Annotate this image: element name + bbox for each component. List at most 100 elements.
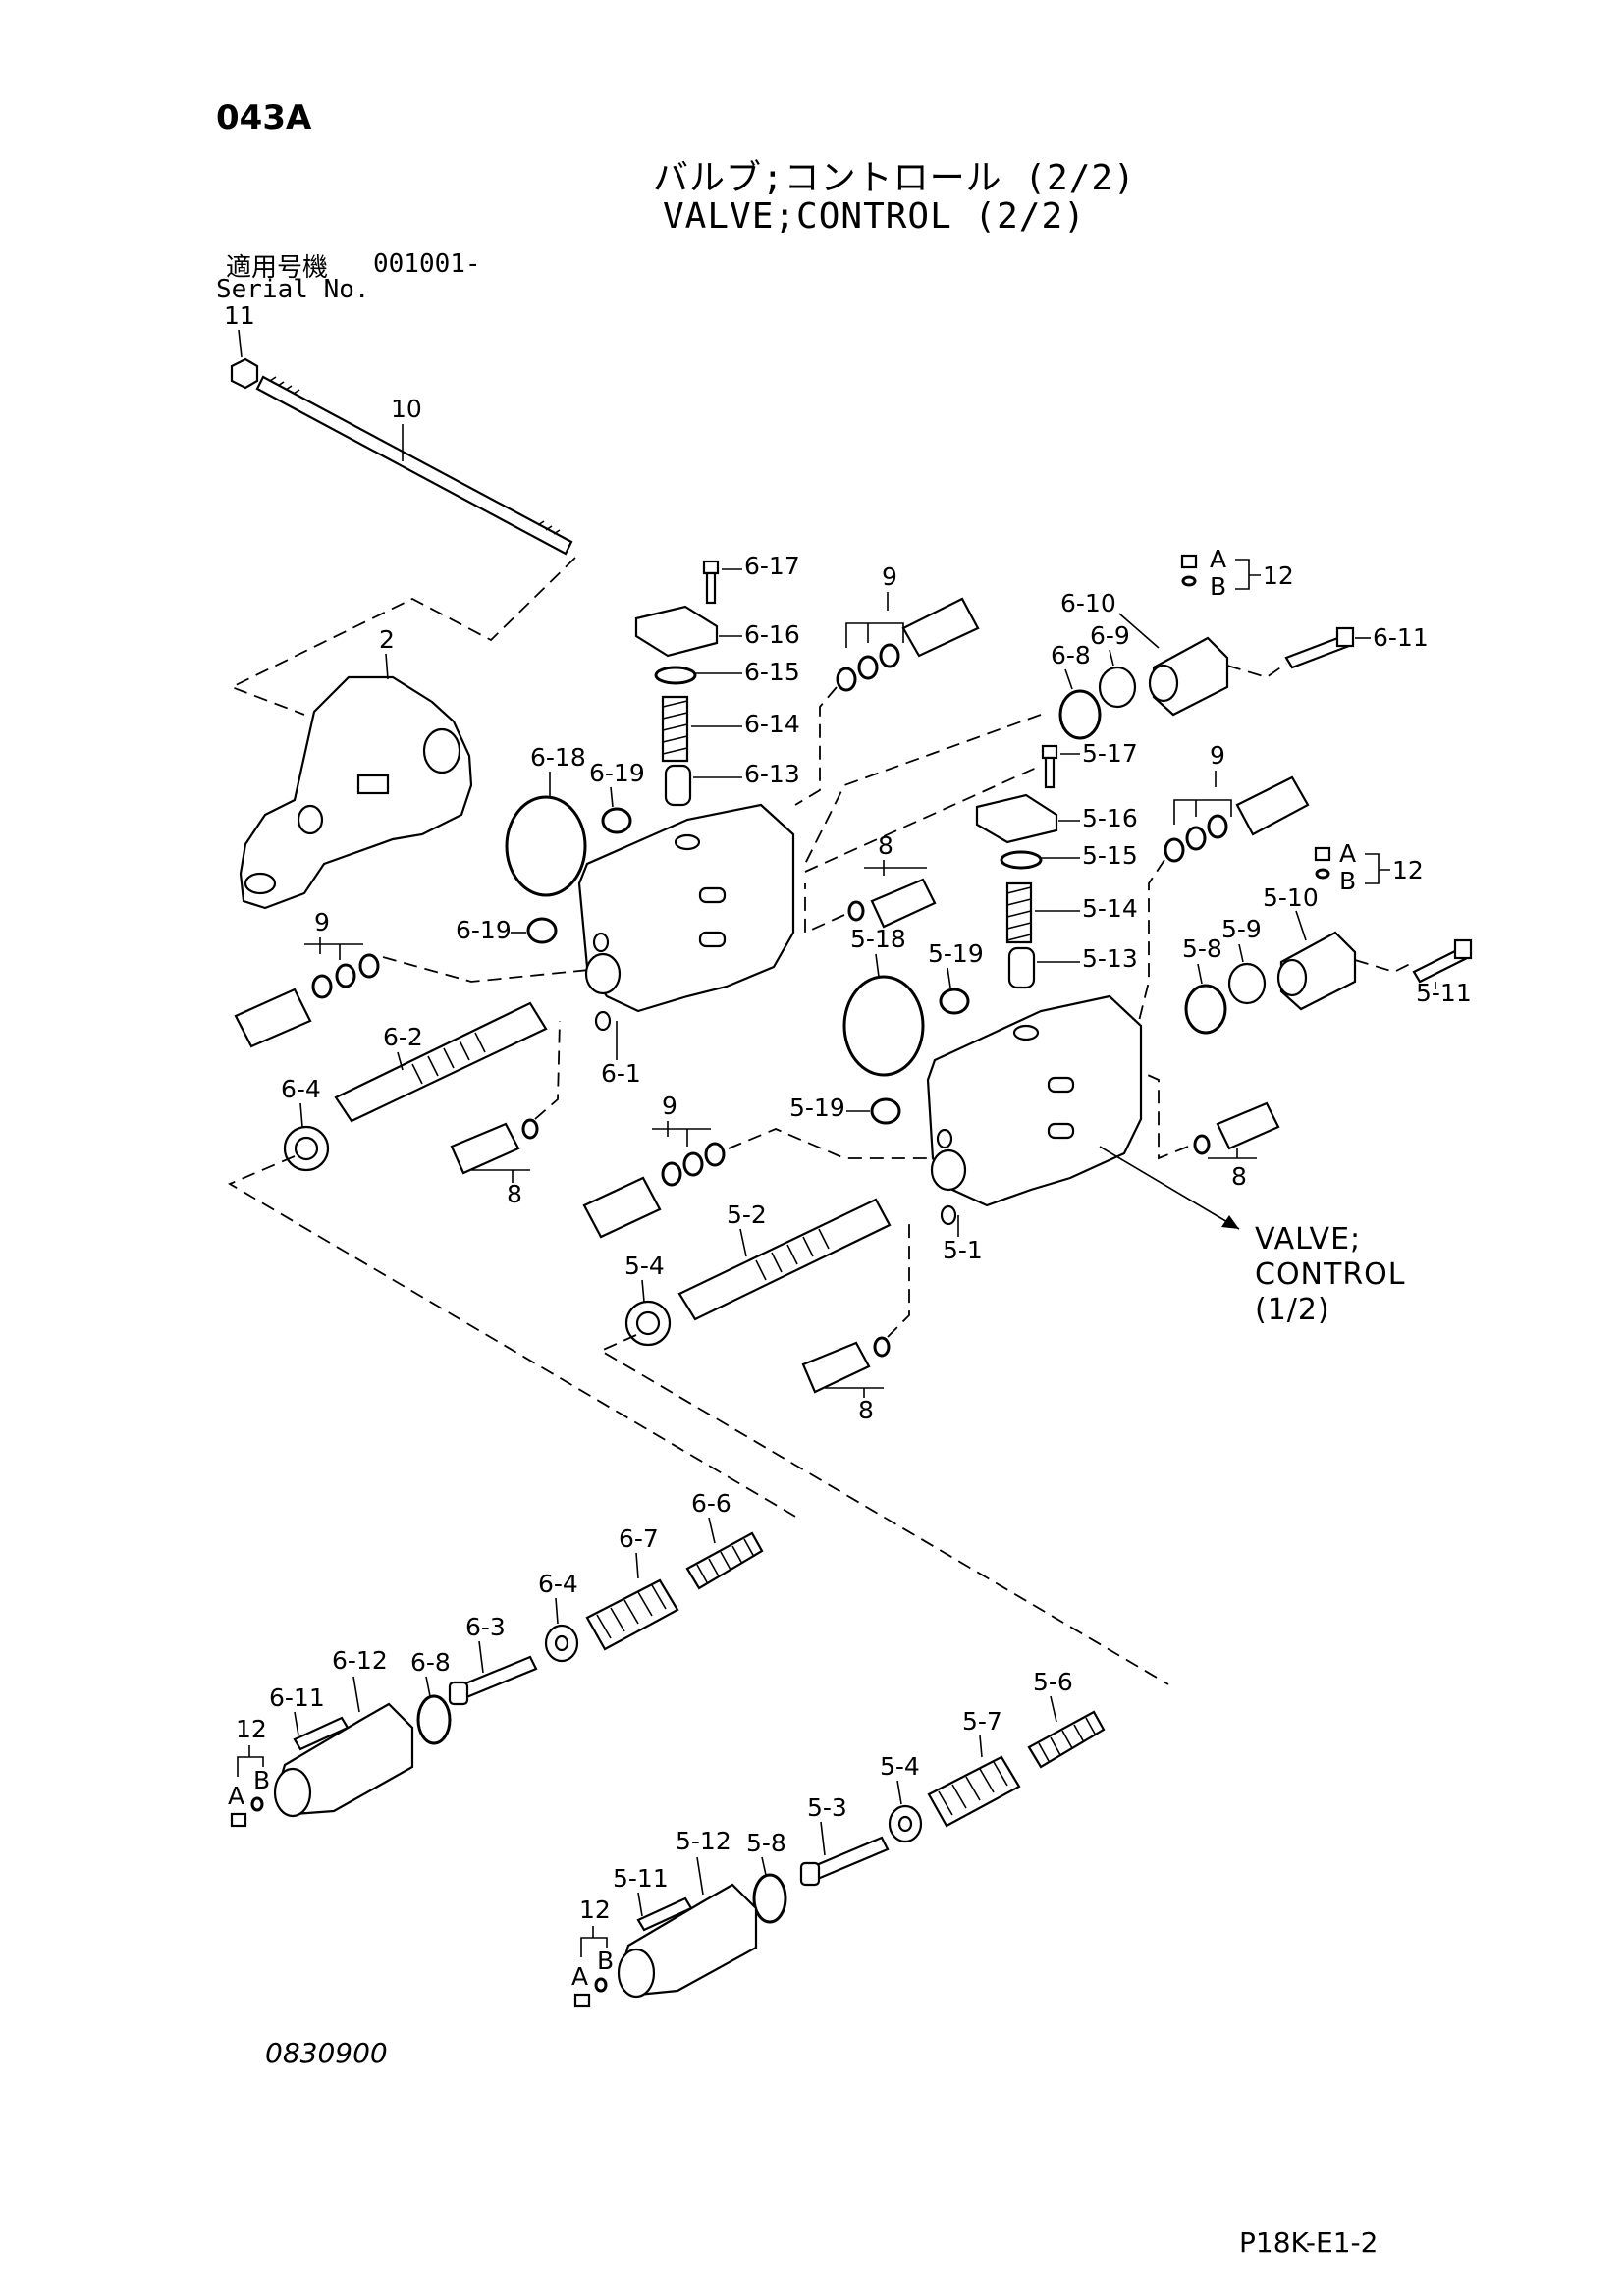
lower-group-5: 5-6 5-7 5-4 5-3 5-8 5-12 5-11 [571,1668,1106,2008]
leader-11 [238,329,243,358]
o-ring-6-18 [505,795,587,897]
dash-6-8-to-body [804,714,1042,865]
callout-8-left: 8 [507,1180,522,1208]
plug-9-right [1235,775,1310,836]
relief-8-lower [801,1341,871,1394]
callout-5-4-upper: 5-4 [624,1252,665,1280]
leader-5-2 [739,1228,747,1257]
reference-note-line-1: VALVE; [1255,1222,1362,1256]
leader-6-12 [352,1676,360,1713]
dash-plug9-upper [794,686,838,806]
seal-9-right-b [1185,826,1207,851]
callout-6-8-lower: 6-8 [410,1648,451,1677]
callout-6-4: 6-4 [281,1075,321,1103]
serial-number-value: 001001- [373,249,481,279]
o-ring-6-19-upper [601,807,632,834]
valve-body-6-1 [577,803,795,1013]
callout-6-13: 6-13 [744,760,800,788]
seat-6-9 [1098,666,1137,709]
housing-bolt-hole [244,872,277,895]
callout-6-11-lower: 6-11 [269,1683,325,1712]
spring-6-7-coils [596,1584,667,1639]
relief-8-right [1216,1101,1280,1150]
leader-5-11-lower [637,1892,643,1917]
dash-relief8-right [1140,1071,1189,1160]
seal-9-left-a [311,974,333,999]
callout-B-upper: B [1210,572,1226,601]
callout-5-19-lower: 5-19 [789,1094,845,1122]
callout-6-9: 6-9 [1090,621,1130,650]
dash-relief8-left [534,1020,561,1120]
callout-6-15: 6-15 [744,658,800,686]
tie-rod-part-10 [255,375,573,556]
valve-body-6-1-slot-2 [698,931,727,948]
seal-9-lower-a [661,1161,682,1187]
bolt-6-11-head [1335,626,1355,648]
valve-body-6-1-top-hole [674,833,701,851]
seat-5-4-bore [635,1310,661,1336]
callout-A-bottom: A [571,1962,588,1991]
callout-A-right: A [1339,839,1356,868]
callout-8-lower: 8 [858,1396,874,1424]
cap-5-10-face [1276,958,1308,997]
plug-12-lower-a [230,1812,247,1828]
callout-5-7: 5-7 [962,1707,1002,1735]
callout-A-upper: A [1210,545,1226,573]
reference-arrow-line [1099,1146,1240,1230]
seal-9-lower-c [704,1142,726,1167]
housing-hole-2 [297,804,324,835]
plug-9-left [234,988,312,1048]
leader-8-right [1208,1148,1257,1159]
leader-9-lower [652,1121,711,1147]
callout-5-19-upper: 5-19 [928,939,984,968]
callout-6-10: 6-10 [1060,589,1116,617]
seal-9-left-c [358,953,380,979]
o-ring-6-8-lower [416,1694,452,1745]
callout-12-lower: 12 [236,1715,267,1743]
spring-5-14-coils [1006,886,1032,941]
relief-8-upper-ring [847,900,865,922]
drawing-number: 0830900 [265,2037,388,2069]
callout-6-8: 6-8 [1051,641,1091,669]
callout-6-19-upper: 6-19 [589,759,645,787]
callout-6-16: 6-16 [744,620,800,649]
spring-5-6 [1027,1710,1106,1769]
bolt-5-11-lower [636,1896,693,1932]
valve-body-6-1-port-lower [594,1010,612,1032]
valve-section-5: 5-17 5-16 5-15 5-14 5-13 5-18 5-19 5-19 … [582,739,1473,1424]
bolt-5-11-head [1453,938,1473,960]
callout-12-bottom: 12 [579,1896,611,1924]
plug-12-upper-a [1180,554,1198,569]
leader-6-2 [397,1051,404,1071]
leader-5-8-lower [761,1856,767,1876]
bracket-12-upper [1235,559,1261,590]
valve-body-5-1-port-small [936,1128,953,1149]
relief-8-lower-ring [873,1336,891,1358]
callout-5-8-lower: 5-8 [746,1829,786,1857]
leader-6-6 [708,1517,716,1544]
leader-5-4-upper [641,1279,645,1303]
callout-5-13: 5-13 [1082,944,1138,973]
callout-5-14: 5-14 [1082,894,1138,923]
callout-5-4-lower: 5-4 [880,1752,920,1781]
bracket-12-right [1365,853,1390,884]
spring-5-7-coils [938,1761,1008,1816]
valve-body-6-1-port [584,952,622,995]
callout-6-18: 6-18 [530,743,586,772]
callout-6-4-lower: 6-4 [538,1570,578,1598]
spool-6-2 [334,1001,548,1123]
page-id: 043A [216,98,312,137]
spool-5-2-lands [755,1228,830,1281]
page-title-japanese: バルブ;コントロール (2/2) [653,158,1136,198]
callout-5-18: 5-18 [850,925,906,953]
callout-B-bottom: B [597,1947,614,1975]
callout-6-7: 6-7 [619,1524,659,1553]
callout-B-lower: B [253,1766,270,1794]
plug-12-right-a [1314,846,1331,862]
leader-5-19-upper [947,967,951,988]
leader-6-19-upper [610,786,614,808]
cap-5-12-face [617,1948,656,1999]
o-ring-5-19-lower [870,1097,901,1125]
cap-6-12-face [273,1767,312,1818]
seal-9-lower-b [682,1151,704,1177]
